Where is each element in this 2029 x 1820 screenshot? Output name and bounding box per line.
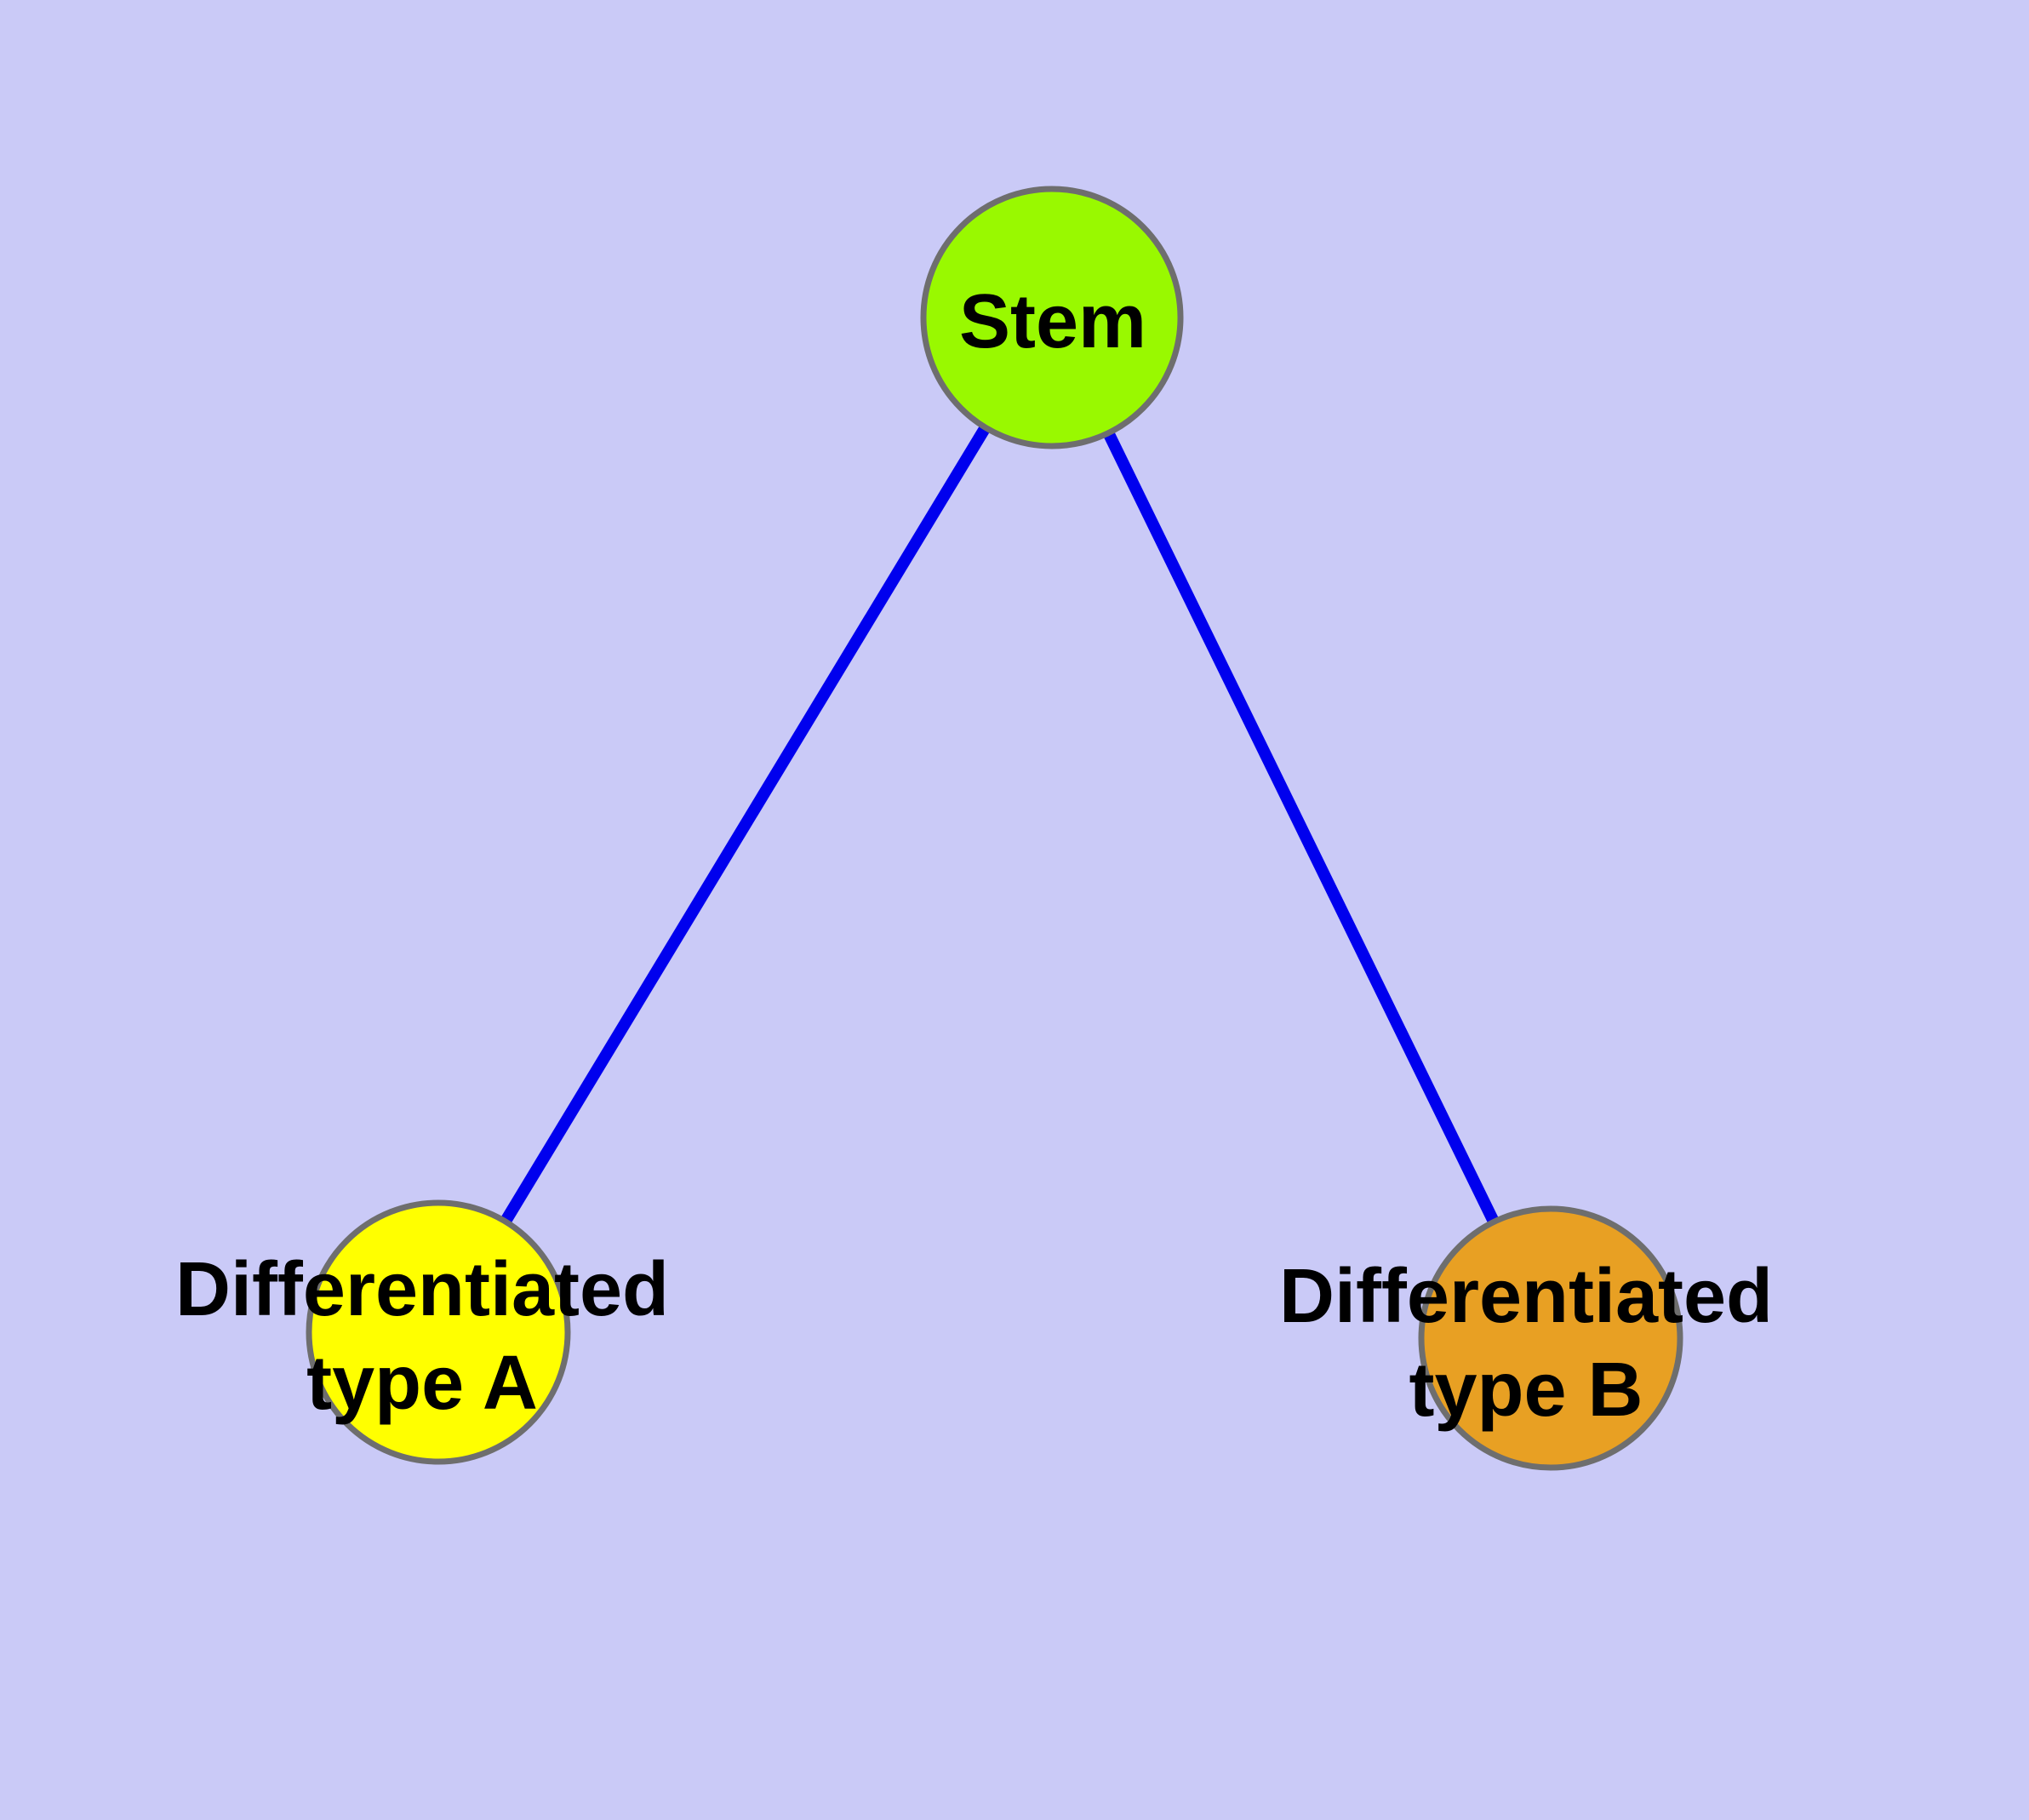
node-type-b-circle <box>1418 1205 1683 1471</box>
node-type-b-label-line1: Differentiated <box>1279 1254 1773 1339</box>
node-stem-circle <box>920 186 1184 449</box>
edge-stem-to-type-b <box>1046 314 1557 1342</box>
node-type-a-label-line1: Differentiated <box>175 1247 669 1332</box>
node-type-a-circle <box>306 1199 571 1465</box>
edge-stem-to-type-a <box>433 314 1057 1336</box>
node-type-a-label-line2: type A <box>306 1341 538 1426</box>
node-type-b-label-line2: type B <box>1409 1348 1643 1433</box>
node-stem-label: Stem <box>959 279 1146 364</box>
